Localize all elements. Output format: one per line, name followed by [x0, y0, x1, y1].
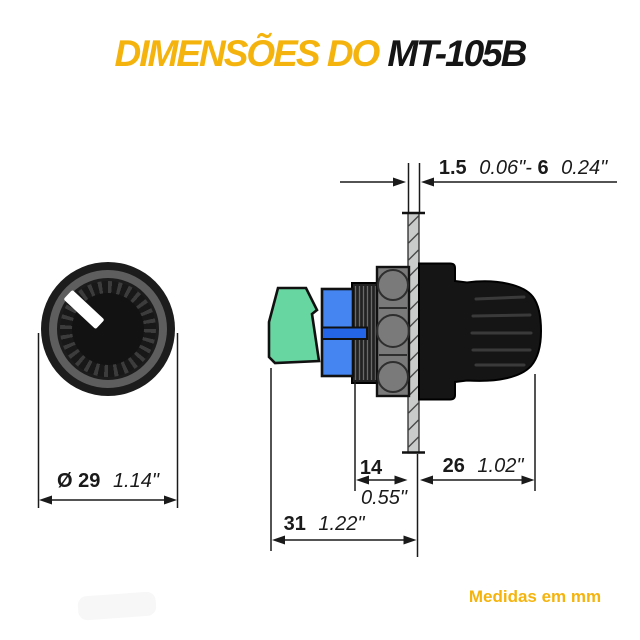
mounting-collar	[375, 265, 411, 398]
dim-total-mm: 31	[283, 513, 306, 535]
panel-end-caps	[402, 211, 425, 454]
selector-handle-green	[267, 286, 321, 365]
dimension-arrows	[39, 177, 535, 545]
dim-front-depth-mm: 14	[359, 457, 383, 479]
dim-diameter: Ø 29 1.14"	[38, 470, 178, 493]
dim-panel-in-min: 0.06"-	[479, 157, 532, 179]
dim-rear-depth: 26 1.02"	[426, 455, 540, 478]
knob-gray-ring	[49, 270, 167, 388]
dim-panel-in-max: 0.24"	[561, 157, 608, 179]
dim-front-depth-in: 0.55"	[360, 487, 408, 509]
units-note: Medidas em mm	[468, 587, 602, 606]
knob-front-view	[41, 262, 175, 396]
title-prefix: DIMENSÕES DO	[114, 33, 381, 74]
dim-total-front: 31 1.22"	[266, 513, 382, 536]
dim-rear-mm: 26	[442, 455, 465, 477]
page-title: DIMENSÕES DO MT-105B	[0, 33, 640, 75]
dimension-lines	[51, 181, 617, 541]
dim-panel-thickness: 1.5 0.06"- 6 0.24"	[423, 157, 623, 180]
shaft-slot-blue	[321, 326, 368, 340]
dim-rear-in: 1.02"	[477, 455, 524, 477]
dim-panel-mm-min: 1.5	[438, 157, 467, 179]
dim-panel-mm-max: 6	[537, 157, 549, 179]
dim-diameter-in: 1.14"	[112, 470, 159, 492]
collar-knurl	[376, 269, 410, 393]
product-model: MT-105B	[387, 33, 527, 74]
dim-total-in: 1.22"	[318, 513, 365, 535]
extension-lines	[37, 163, 536, 557]
dim-diameter-mm: Ø 29	[57, 470, 101, 492]
knob-grip-ribs	[470, 295, 533, 367]
